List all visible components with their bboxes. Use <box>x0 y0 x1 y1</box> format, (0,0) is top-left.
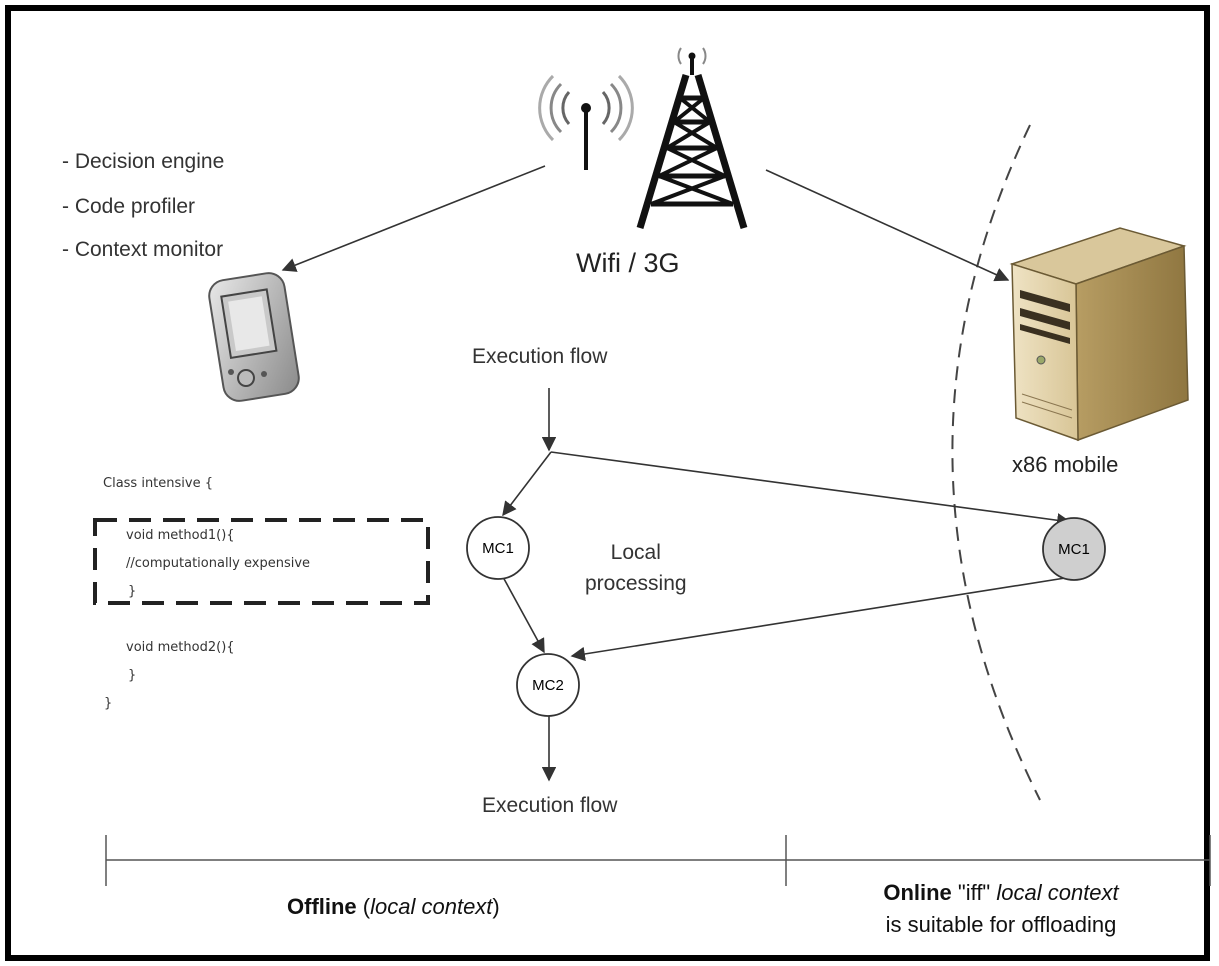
code-method2: void method2(){ <box>126 640 235 655</box>
diagram-frame <box>5 5 1210 961</box>
code-close-class: } <box>104 696 113 711</box>
node-mc1-local-label: MC1 <box>482 540 514 557</box>
mobile-device-icon <box>208 272 300 402</box>
code-comment: //computationally expensive <box>126 556 311 571</box>
online-bold: Online <box>883 880 952 905</box>
antenna-icon <box>538 74 634 170</box>
offline-close: ) <box>492 894 500 919</box>
method1-highlight-box <box>93 518 430 605</box>
code-close1: } <box>128 584 137 599</box>
timeline-axis <box>105 835 1211 886</box>
flow-mc1-to-mc2 <box>502 576 545 654</box>
flow-split-to-remote <box>550 451 1072 528</box>
feature-decision-engine: - Decision engine <box>62 150 225 173</box>
offline-bold: Offline <box>287 894 357 919</box>
online-italic: local context <box>996 880 1119 905</box>
feature-code-profiler: - Code profiler <box>62 195 196 218</box>
local-processing-label: Local processing <box>585 537 687 599</box>
offline-italic: local context <box>370 894 493 919</box>
execution-flow-top: Execution flow <box>472 345 608 368</box>
server-label: x86 mobile <box>1012 452 1119 477</box>
node-mc2 <box>516 653 580 717</box>
flow-remote-to-mc2 <box>570 574 1085 662</box>
online-line1: Online "iff" local context <box>828 877 1174 909</box>
server-icon <box>1009 227 1189 442</box>
local-processing-line1: Local <box>610 541 661 564</box>
online-quoted: "iff" <box>951 880 997 905</box>
offline-label: Offline (local context) <box>287 894 500 920</box>
online-boundary-arc <box>951 124 1041 801</box>
node-mc1-remote-label: MC1 <box>1058 541 1090 558</box>
local-processing-line2: processing <box>585 572 687 595</box>
node-mc1-local <box>466 516 530 580</box>
code-method1: void method1(){ <box>126 528 235 543</box>
code-class-line: Class intensive { <box>103 476 213 491</box>
online-line2: is suitable for offloading <box>885 912 1117 937</box>
arrow-to-device <box>281 165 546 272</box>
node-mc2-label: MC2 <box>532 677 564 694</box>
arrow-to-server <box>765 169 1010 282</box>
feature-context-monitor: - Context monitor <box>62 238 224 261</box>
offline-open: ( <box>356 894 371 919</box>
flow-split-to-mc1 <box>502 451 552 517</box>
execution-flow-bottom: Execution flow <box>482 794 618 817</box>
network-label: Wifi / 3G <box>576 248 680 278</box>
online-label: Online "iff" local context is suitable f… <box>828 877 1174 941</box>
code-close2: } <box>128 668 137 683</box>
node-mc1-remote <box>1042 517 1106 581</box>
cell-tower-icon <box>636 47 748 230</box>
